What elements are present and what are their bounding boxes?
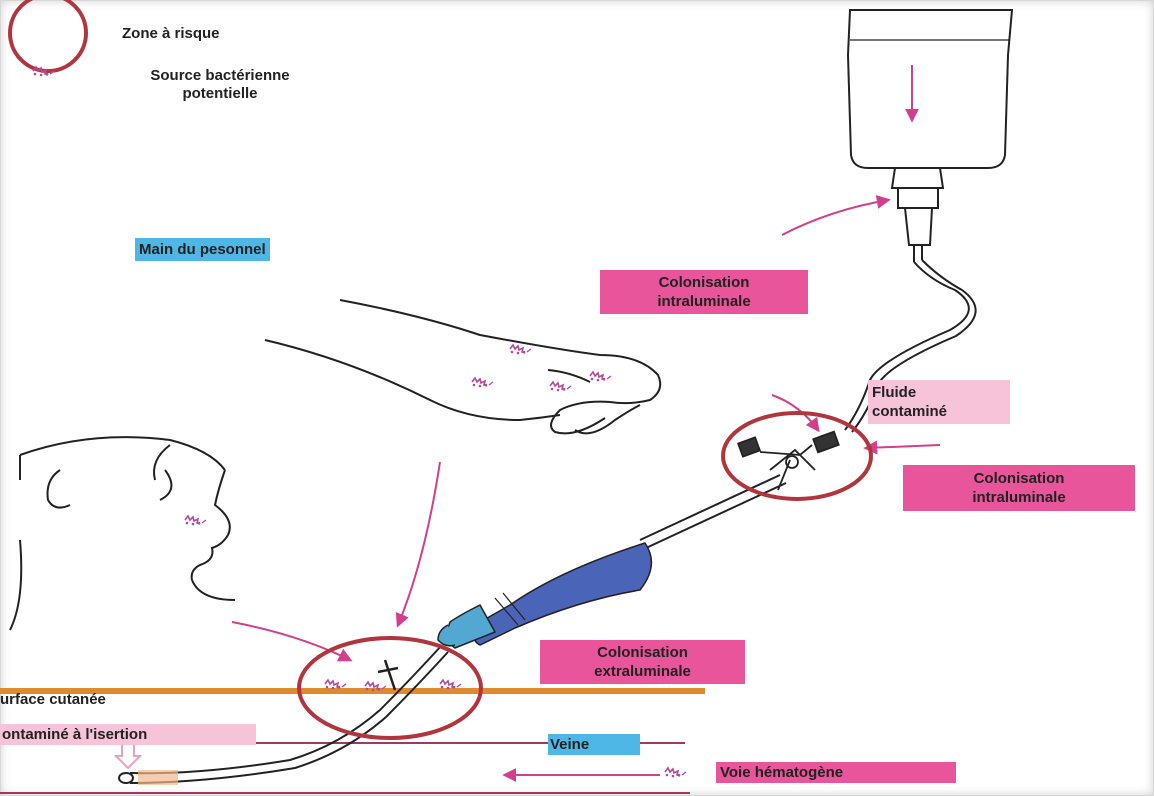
arrow-icon [232, 622, 350, 660]
label-line: Colonisation [903, 469, 1135, 488]
hand-icon [265, 300, 660, 433]
label-line: intraluminale [903, 488, 1135, 507]
staff-hand-label: Main du pesonnel [135, 238, 270, 261]
legend-bacterial-source-line2: potentielle [100, 85, 340, 103]
label-line: Colonisation [540, 643, 745, 662]
legend-risk-zone: Zone à risque [122, 25, 220, 43]
risk-zone-legend-icon [10, 0, 86, 71]
colonisation-intraluminal-mid-label: Colonisation intraluminale [903, 465, 1135, 511]
arrow-icon [398, 462, 440, 625]
contaminated-fluid-label: Fluide contaminé [868, 380, 1010, 424]
arrow-icon [782, 200, 888, 235]
label-line: Fluide [872, 383, 1006, 402]
legend-bacterial-source-line1: Source bactérienne [100, 67, 340, 85]
contaminated-insertion-label: ontaminé à l'isertion [0, 724, 256, 745]
colonisation-extraluminal-label: Colonisation extraluminale [540, 640, 745, 684]
legend-bacterial-source: Source bactérienne potentielle [100, 67, 340, 103]
connector-icon [738, 432, 839, 490]
iv-bag-icon [848, 10, 1012, 262]
head-icon [10, 437, 235, 630]
hematogenous-route-label: Voie hématogène [716, 762, 956, 783]
vein-label: Veine [548, 734, 640, 755]
skin-surface-label: urface cutanée [0, 690, 106, 709]
label-line: extraluminale [540, 662, 745, 681]
label-line: Colonisation [600, 273, 808, 292]
colonisation-intraluminal-top-label: Colonisation intraluminale [600, 270, 808, 314]
label-line: intraluminale [600, 292, 808, 311]
label-line: contaminé [872, 402, 1006, 421]
arrow-icon [866, 445, 940, 448]
